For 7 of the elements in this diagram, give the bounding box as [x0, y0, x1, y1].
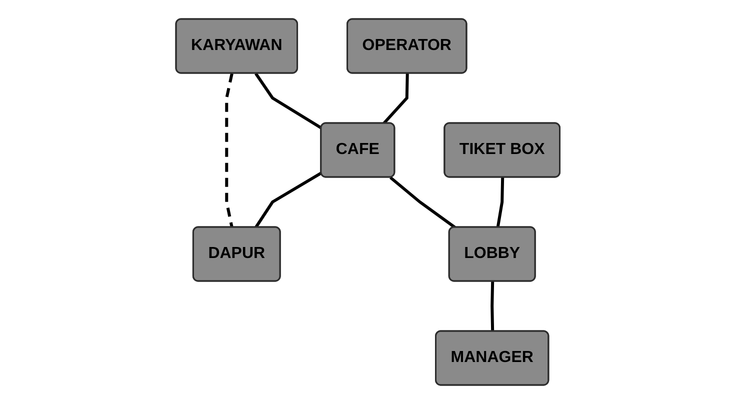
connector: [254, 72, 322, 129]
connector: [390, 176, 456, 228]
connector: [225, 72, 234, 228]
connector: [496, 176, 504, 228]
connector: [490, 280, 494, 332]
connector: [382, 72, 409, 124]
connector: [254, 171, 322, 228]
